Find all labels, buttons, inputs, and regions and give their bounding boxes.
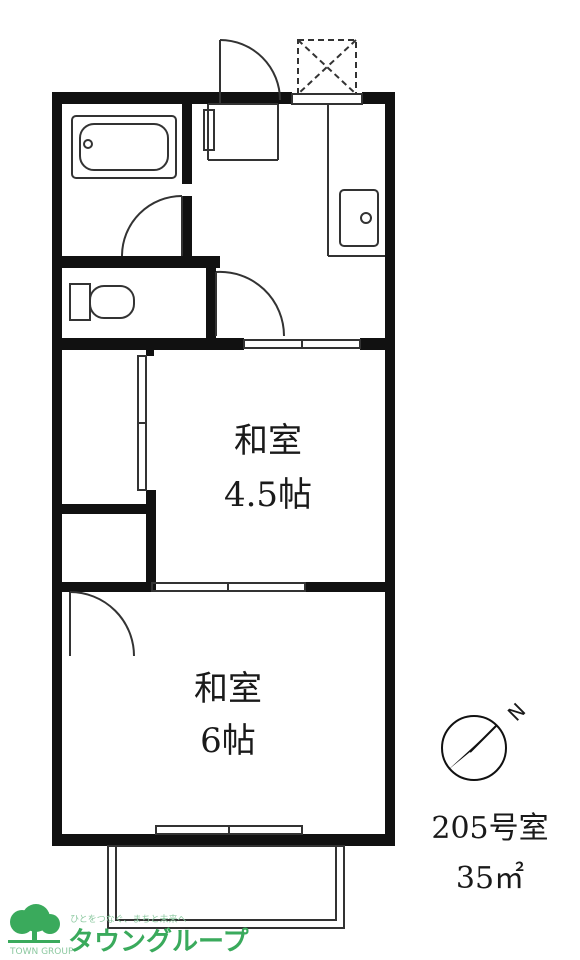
outer-walls [52,92,395,846]
toilet [69,283,135,321]
brand-tagline: ひとをつなぐ、まちと未来へ [70,913,186,925]
room-4-5-size: 4.5帖 [224,475,312,515]
kitchen-counter [327,104,385,257]
ventilation-box [291,39,363,105]
bathtub [71,115,177,179]
balcony [107,845,345,929]
interior-walls [62,104,390,592]
brand-mark-text: TOWN GROUP [9,947,74,957]
room-4-5-name: 和室 [234,421,302,461]
compass-north-label: N [503,698,531,726]
tree-icon [8,904,60,943]
room-6-size: 6帖 [200,721,256,761]
room-6-name: 和室 [194,669,262,709]
compass-icon: N [441,698,531,781]
brand-logo: TOWN GROUP ひとをつなぐ、まちと未来へ タウングループ [8,904,249,957]
sliding-doors [137,109,361,835]
unit-area: 35㎡ [456,861,524,896]
brand-name: タウングループ [68,927,249,957]
unit-number: 205号室 [431,811,548,846]
